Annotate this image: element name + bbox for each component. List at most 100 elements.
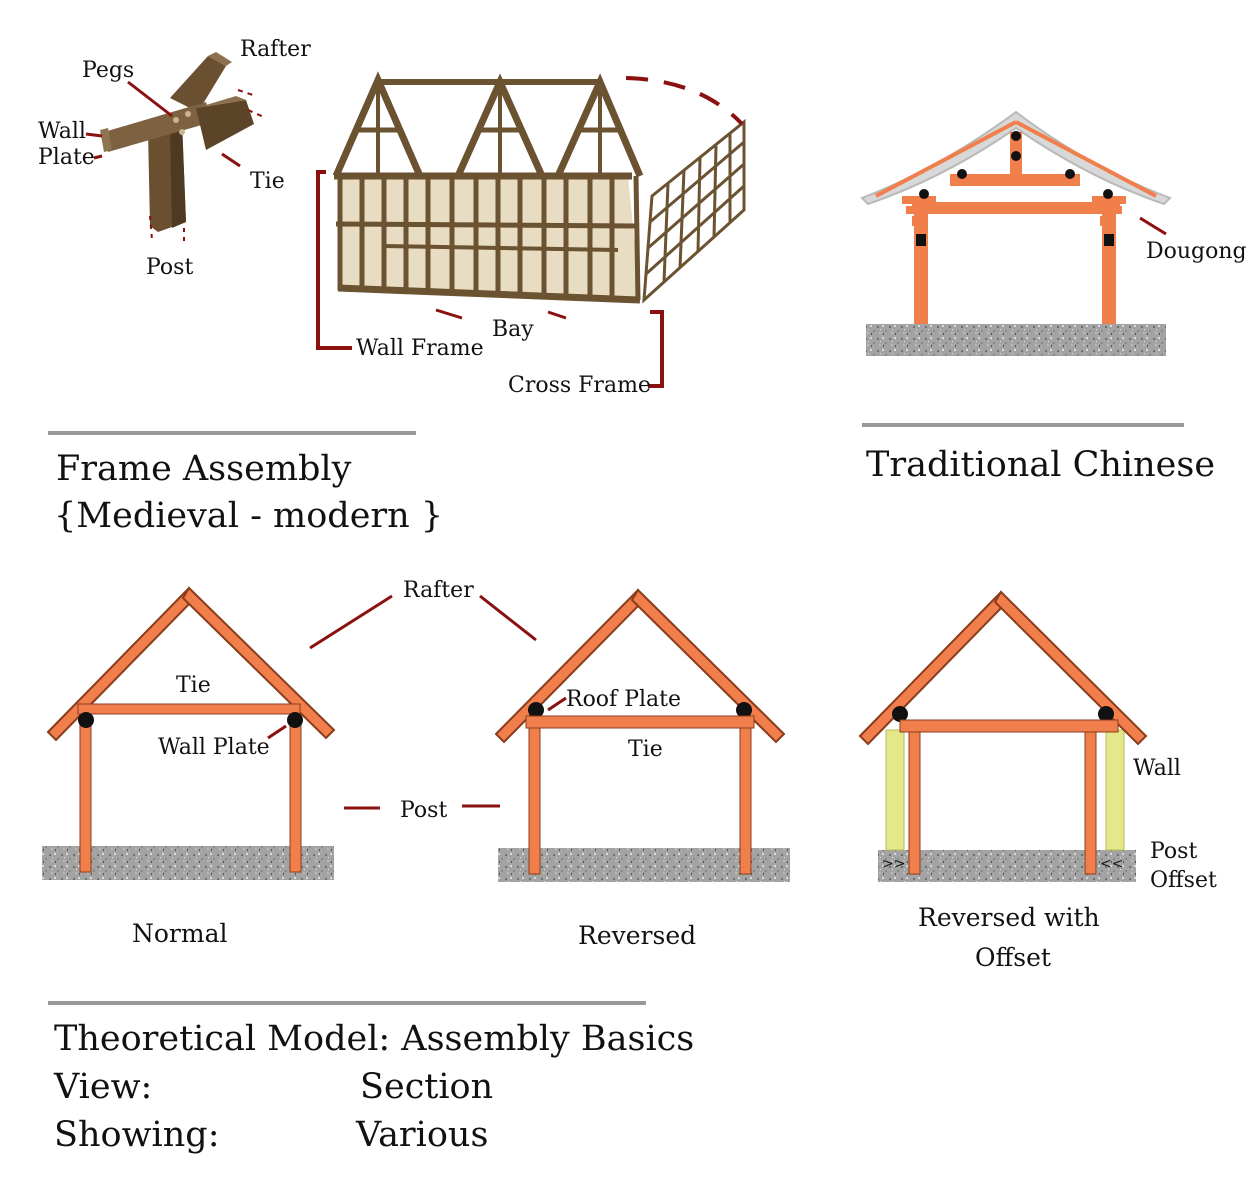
- chinese-purlin: [957, 169, 967, 179]
- normal-wall-plate-left: [78, 712, 94, 728]
- label-view: View:: [53, 1067, 152, 1107]
- chinese-post-right: [1102, 214, 1116, 324]
- title-model: Theoretical Model: Assembly Basics: [54, 1019, 694, 1059]
- label-post-section: Post: [400, 798, 447, 823]
- value-view: Section: [360, 1067, 493, 1107]
- label-bay: Bay: [492, 317, 534, 342]
- title-traditional-chinese: Traditional Chinese: [866, 445, 1215, 485]
- normal-wall-plate-right: [287, 712, 303, 728]
- section-normal: Tie Wall Plate Normal: [42, 586, 336, 948]
- joint-rafter-top: [208, 52, 232, 66]
- chinese-upper-beam: [950, 174, 1080, 186]
- chinese-purlin: [1103, 189, 1113, 199]
- leader-rafter: [237, 89, 257, 97]
- bracket-wall-frame: [316, 170, 352, 350]
- leader-post: [149, 215, 153, 241]
- reversed-tie: [525, 715, 755, 729]
- leader-tie: [221, 152, 241, 168]
- bracket-cross-frame: [648, 310, 664, 388]
- bay-dash: [435, 308, 463, 320]
- chinese-roof: [860, 110, 1172, 206]
- chinese-dougong-right: [1092, 196, 1126, 226]
- joint-post-face: [170, 122, 186, 228]
- subtitle-frame-assembly: {Medieval - modern }: [54, 496, 443, 536]
- chinese-post-cap: [916, 234, 926, 246]
- offset-post-right: [1084, 731, 1097, 875]
- frame-perspective: Bay Wall Frame Cross Frame: [316, 71, 746, 398]
- label-wall-offset: Wall: [1133, 756, 1181, 781]
- section-reversed: Roof Plate Tie Reversed: [494, 588, 790, 950]
- label-wall-plate-normal: Wall Plate: [158, 735, 270, 760]
- offset-roof-plate-right: [1098, 706, 1114, 722]
- chinese-rafter: [875, 120, 1017, 198]
- chinese-rafter: [1015, 120, 1157, 198]
- chinese-section: Dougong: [860, 110, 1247, 356]
- joint-wall-plate-end: [100, 128, 112, 152]
- offset-wall-left: [885, 729, 905, 851]
- offset-wall-right: [1105, 729, 1125, 851]
- normal-post-right: [289, 715, 302, 873]
- leader-dougong: [1139, 216, 1167, 236]
- joint-tie: [196, 100, 254, 150]
- normal-post-left: [79, 715, 92, 873]
- label-post-offset-1: Post: [1150, 839, 1197, 864]
- normal-rafter-left: [46, 586, 197, 742]
- chinese-purlin: [1011, 151, 1021, 161]
- label-post-joint: Post: [146, 255, 193, 280]
- chinese-post-cap: [1104, 234, 1114, 246]
- reversed-roof-plate-right: [736, 702, 752, 718]
- label-post-offset-2: Offset: [1150, 868, 1217, 893]
- leader-roof-plate: [547, 696, 567, 712]
- reversed-post-right: [739, 727, 752, 875]
- caption-reversed-offset-2: Offset: [975, 943, 1051, 972]
- leader-wall-plate-normal: [267, 724, 287, 740]
- label-pegs: Pegs: [82, 58, 134, 83]
- joint-tie-top: [196, 96, 246, 108]
- caption-reversed-offset-1: Reversed with: [918, 903, 1100, 932]
- leader-rafter-right: [479, 594, 537, 642]
- caption-normal: Normal: [132, 919, 227, 948]
- offset-post-left: [908, 731, 921, 875]
- label-wall-frame: Wall Frame: [356, 336, 484, 361]
- label-roof-plate: Roof Plate: [566, 687, 681, 712]
- leader-wall-plate-2: [93, 154, 103, 160]
- bay-dash: [547, 310, 567, 320]
- chinese-ground: [866, 324, 1166, 356]
- normal-tie: [77, 703, 301, 715]
- chinese-dougong-left: [902, 196, 936, 226]
- label-wall: Wall: [38, 119, 86, 144]
- joint-peg: [179, 129, 185, 135]
- frame-cross-frame: [642, 118, 746, 304]
- offset-rafter-right: [993, 590, 1148, 746]
- frame-gable-3: [554, 73, 644, 178]
- reversed-roof-plate-left: [528, 702, 544, 718]
- frame-studs: [337, 175, 641, 301]
- label-rafter-joint: Rafter: [240, 37, 311, 62]
- joint-wall-plate: [104, 102, 212, 152]
- normal-rafter-right: [181, 586, 336, 740]
- joint-detail: Rafter Pegs Wall Plate Tie Post: [38, 37, 311, 280]
- chinese-purlin: [919, 189, 929, 199]
- label-tie-joint: Tie: [250, 169, 285, 194]
- chinese-post-left: [914, 214, 928, 324]
- chinese-purlin: [1011, 131, 1021, 141]
- frame-gable-1: [332, 71, 424, 178]
- frame-sill-back: [383, 244, 619, 252]
- chinese-purlin: [1065, 169, 1075, 179]
- label-tie-reversed: Tie: [628, 737, 663, 762]
- joint-peg: [185, 111, 191, 117]
- value-showing: Various: [355, 1115, 488, 1155]
- title-frame-assembly: Frame Assembly: [56, 449, 352, 489]
- caption-reversed: Reversed: [578, 921, 696, 950]
- label-tie-normal: Tie: [176, 673, 211, 698]
- offset-marks-left: >>: [882, 856, 905, 872]
- label-showing: Showing:: [54, 1115, 219, 1155]
- section-reversed-offset: >> << Wall Post Offset Reversed with Off…: [858, 590, 1217, 972]
- joint-peg: [173, 117, 179, 123]
- chinese-lower-beam: [912, 202, 1120, 214]
- label-rafter-section: Rafter: [403, 578, 474, 603]
- reversed-post-left: [528, 727, 541, 875]
- offset-marks-right: <<: [1100, 856, 1123, 872]
- label-cross-frame: Cross Frame: [508, 373, 651, 398]
